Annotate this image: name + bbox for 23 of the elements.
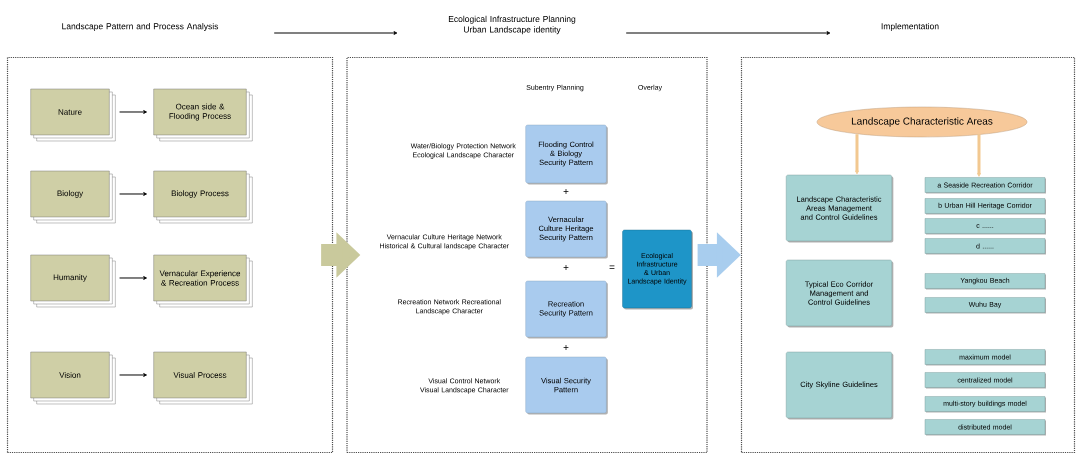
stage-title: Landscape Pattern and Process Analysis (62, 23, 219, 31)
stacked-card: Nature (30, 88, 116, 142)
arrow (625, 31, 831, 35)
stacked-card: Humanity (30, 254, 116, 308)
arrow (855, 134, 859, 175)
arrow (273, 31, 398, 35)
stage-title: Ecological Infrastructure Planning Urban Landscape identity (448, 15, 576, 35)
stacked-card: Visual Process (153, 351, 253, 405)
stacked-card: Biology (30, 170, 116, 224)
stacked-card: Ocean side & Flooding Process (153, 88, 253, 142)
stacked-card: Biology Process (153, 170, 253, 224)
stacked-card: Vision (30, 351, 116, 405)
operator-sign: + (563, 345, 569, 350)
operator-sign: = (609, 265, 615, 269)
arrow (119, 192, 147, 196)
arrow (977, 134, 981, 177)
stacked-card: Vernacular Experience & Recreation Process (153, 254, 253, 308)
arrow (119, 110, 147, 114)
operator-sign: + (563, 189, 569, 194)
arrow (119, 276, 147, 280)
operator-sign: + (563, 265, 569, 270)
stage-title: Implementation (881, 23, 939, 31)
arrow (119, 373, 147, 377)
